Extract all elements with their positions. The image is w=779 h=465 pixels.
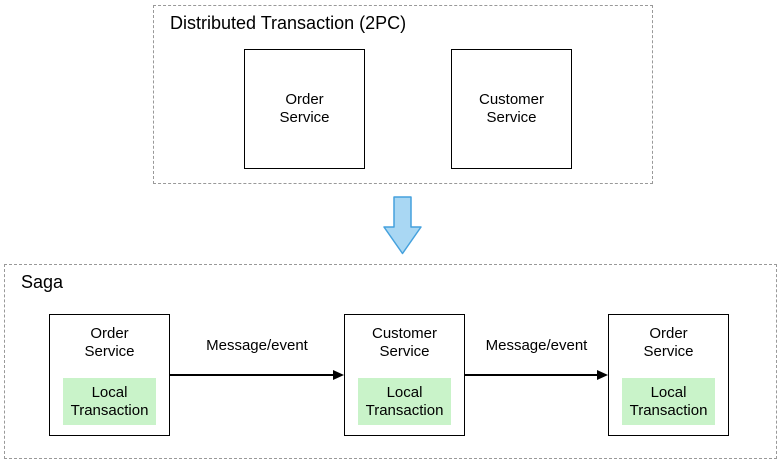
2pc-customer-service-label: Customer Service bbox=[478, 91, 545, 126]
edge-line-2 bbox=[465, 374, 599, 376]
local-transaction-box-2: Local Transaction bbox=[358, 378, 451, 425]
saga-order-service-label-1: Order Service bbox=[84, 325, 135, 360]
saga-group-container: Saga Order Service Local Transaction Mes… bbox=[4, 264, 777, 459]
2pc-group-container: Distributed Transaction (2PC) Order Serv… bbox=[153, 5, 653, 184]
saga-customer-service-box: Customer Service Local Transaction bbox=[344, 314, 465, 436]
saga-order-service-label-2: Order Service bbox=[643, 325, 694, 360]
message-edge-1: Message/event bbox=[170, 335, 344, 383]
arrowhead-right-icon bbox=[333, 369, 344, 380]
edge-line-1 bbox=[170, 374, 335, 376]
2pc-order-service-label: Order Service bbox=[279, 91, 330, 126]
local-transaction-label-1: Local Transaction bbox=[70, 383, 149, 419]
saga-order-service-box-2: Order Service Local Transaction bbox=[608, 314, 729, 436]
local-transaction-box-1: Local Transaction bbox=[63, 378, 156, 425]
saga-group-title: Saga bbox=[21, 272, 64, 292]
saga-order-service-box-1: Order Service Local Transaction bbox=[49, 314, 170, 436]
2pc-customer-service-box: Customer Service bbox=[451, 49, 572, 169]
message-edge-label-1: Message/event bbox=[206, 337, 308, 354]
message-edge-2: Message/event bbox=[465, 335, 608, 383]
saga-customer-service-label: Customer Service bbox=[371, 325, 438, 360]
local-transaction-label-3: Local Transaction bbox=[629, 383, 708, 419]
2pc-order-service-box: Order Service bbox=[244, 49, 365, 169]
message-edge-label-2: Message/event bbox=[485, 337, 588, 354]
2pc-group-title: Distributed Transaction (2PC) bbox=[170, 13, 407, 33]
transform-down-arrow-icon bbox=[383, 196, 422, 255]
arrowhead-right-icon bbox=[597, 369, 608, 380]
local-transaction-label-2: Local Transaction bbox=[365, 383, 444, 419]
local-transaction-box-3: Local Transaction bbox=[622, 378, 715, 425]
